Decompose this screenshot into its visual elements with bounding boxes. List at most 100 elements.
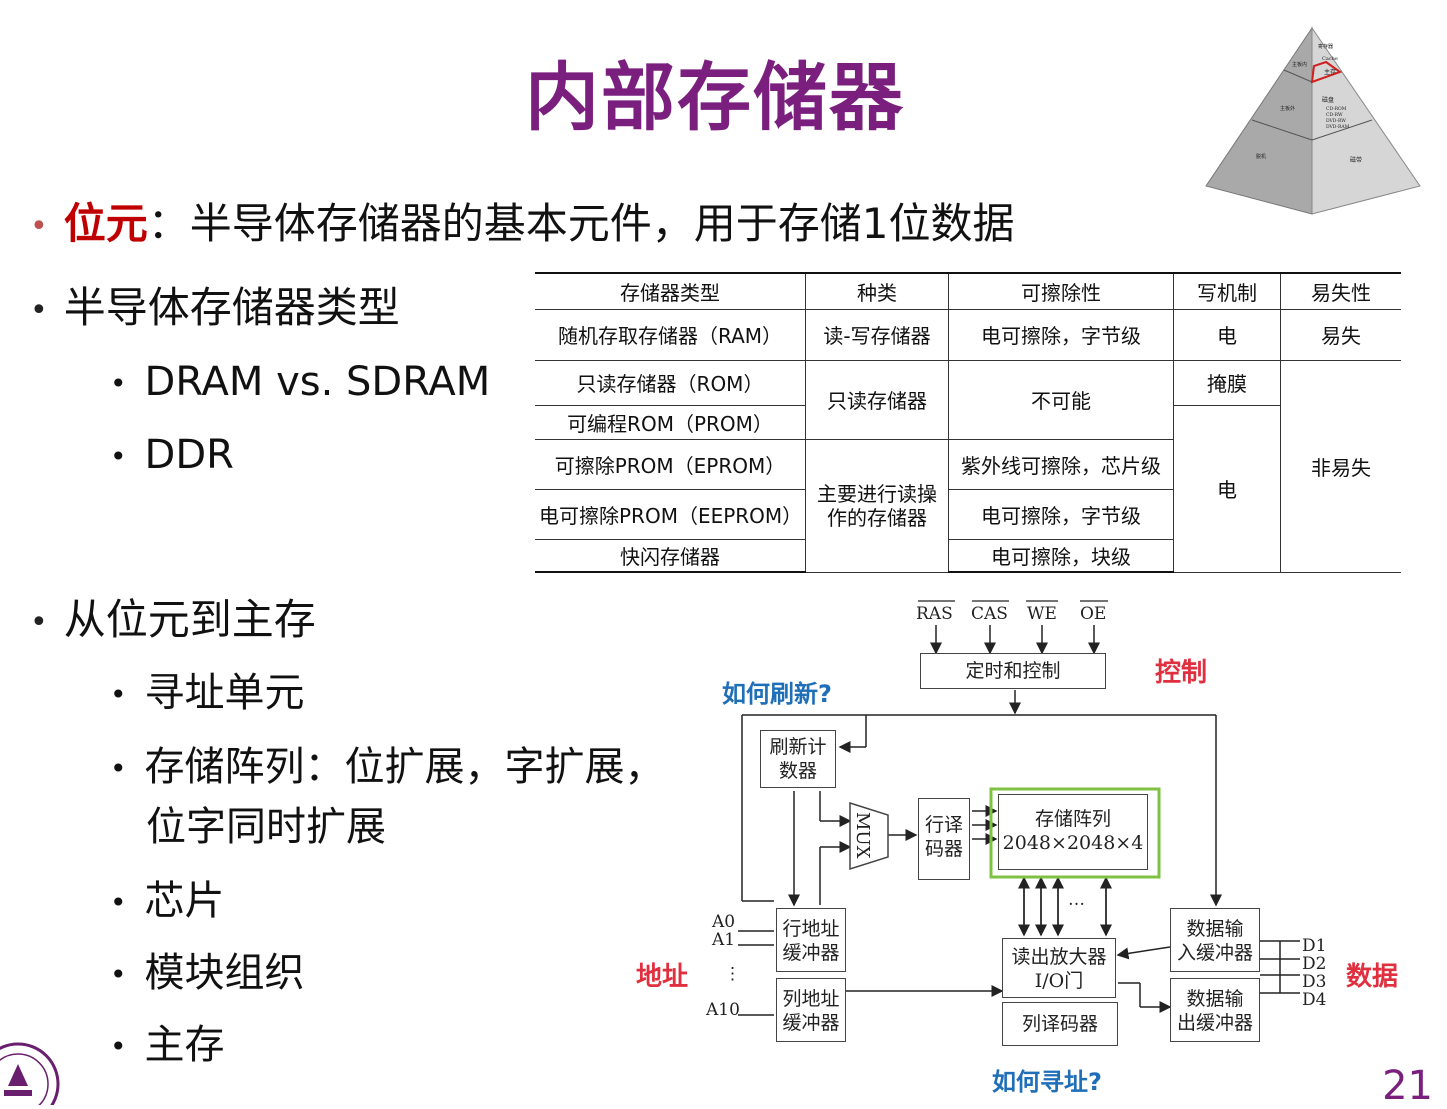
table-cell: 易失 [1280,308,1401,361]
bullet-bit-to-main: • 从位元到主存 [30,594,316,649]
svg-text:CD-ROM: CD-ROM [1326,106,1347,112]
memory-hierarchy-pyramid: 寄存器 Cache 主存 磁盘 CD-ROM CD-RW DVD-RW DVD-… [1205,26,1421,215]
table-row: 随机存取存储器（RAM） 读-写存储器 电可擦除，字节级 电 易失 [535,308,1401,361]
col-decoder-box: 列译码器 [1002,1002,1118,1046]
signal-we: WE [1027,604,1057,624]
table-cell: 读-写存储器 [805,308,949,361]
pyramid-label-cache: Cache [1322,56,1338,62]
table-header: 写机制 [1173,272,1281,310]
table-cell: 只读存储器（ROM） [535,359,806,406]
bullet-dot-icon: • [110,440,127,473]
svg-text:DVD-RAM: DVD-RAM [1326,124,1350,130]
addr-pin: ⋮ [724,964,741,984]
data-in-buffer-box: 数据输 入缓冲器 [1170,908,1260,972]
bullet-dot-icon: • [110,752,127,785]
memory-types-table: 存储器类型 种类 可擦除性 写机制 易失性 随机存取存储器（RAM） 读-写存储… [535,272,1401,573]
table-cell: 主要进行读操作的存储器 [805,438,949,573]
table-cell: 电 [1173,308,1281,361]
sub-bullet-array: • 存储阵列：位扩展，字扩展， [110,742,665,794]
table-row: 只读存储器（ROM） 只读存储器 不可能 掩膜 非易失 [535,359,1401,573]
addr-pin: A0 [712,912,736,932]
row-decoder-box: 行译 码器 [918,798,970,880]
svg-text:DVD-RW: DVD-RW [1326,118,1346,124]
signal-oe: OE [1080,604,1107,624]
sub-bullet-chip: • 芯片 [110,876,225,928]
question-address: 如何寻址? [992,1068,1102,1096]
pyramid-label-register: 寄存器 [1318,43,1333,50]
sub-bullet-array-cont: 位字同时扩展 [146,802,386,852]
table-cell: 电可擦除PROM（EEPROM） [535,488,806,540]
table-cell: 掩膜 [1173,359,1281,406]
table-cell: 可编程ROM（PROM） [535,404,806,440]
pyramid-label-disk: 磁盘 [1322,96,1334,104]
table-cell: 非易失 [1280,359,1401,573]
table-cell: 电 [1173,404,1281,573]
ellipsis-label: … [1068,890,1085,910]
sub-bullet-ddr: • DDR [110,430,234,482]
bullet-dot-icon: • [30,292,48,328]
table-row: 电可擦除PROM（EEPROM） 电可擦除，字节级 [535,488,1401,540]
bullet-dot-icon: • [30,604,48,640]
memory-array-box: 存储阵列 2048×2048×4 [998,794,1148,870]
svg-text:CD-RW: CD-RW [1326,112,1343,118]
dram-block-diagram [738,600,1300,1016]
bullet-dot-icon: • [110,678,127,711]
data-pin: D3 [1302,972,1327,992]
bit-cell-definition: ：半导体存储器的基本元件，用于存储1位数据 [147,199,1015,248]
sub-bullet-main-memory: •主存 [110,1020,225,1072]
table-cell: 电可擦除，块级 [948,538,1174,573]
label-control: 控制 [1155,658,1208,688]
table-cell: 随机存取存储器（RAM） [535,308,806,361]
data-out-buffer-box: 数据输 出缓冲器 [1170,978,1260,1042]
page-title: 内部存储器 [525,55,905,141]
table-cell: 快闪存储器 [535,538,806,573]
addr-pin: A10 [706,1000,740,1020]
bullet-dot-icon: • [110,958,127,991]
table-cell: 电可擦除，字节级 [948,308,1174,361]
array-title: 存储阵列 [1034,808,1111,830]
table-header: 可擦除性 [948,272,1174,310]
table-cell: 紫外线可擦除，芯片级 [948,438,1174,490]
bullet-text: 存储阵列：位扩展，字扩展， [144,744,665,790]
table-header: 易失性 [1280,272,1401,310]
bullet-dot-icon: • [110,367,127,400]
bullet-dot-icon: • [110,886,127,919]
page-number: 21 [1382,1063,1433,1109]
label-address: 地址 [636,962,689,992]
array-size: 2048×2048×4 [1002,832,1144,854]
mux-label: MUX [852,812,873,859]
table-row: 可编程ROM（PROM） 电 [535,404,1401,573]
refresh-counter-box: 刷新计 数器 [760,730,836,788]
table-cell: 可擦除PROM（EPROM） [535,438,806,490]
table-cell: 只读存储器 [805,359,949,440]
table-row: 快闪存储器 电可擦除，块级 [535,538,1401,573]
sub-bullet-addressing: • 寻址单元 [110,668,305,720]
sense-amp-box: 读出放大器 I/O门 [1002,938,1116,998]
svg-text:脱机: 脱机 [1256,153,1266,160]
bullet-dot-icon: • [30,208,48,244]
bullet-text: DDR [144,432,234,478]
signal-cas: CAS [971,604,1008,624]
bullet-text: 寻址单元 [144,670,305,716]
col-address-buffer-box: 列地址 缓冲器 [776,978,846,1042]
bullet-dot-icon: • [110,1030,127,1063]
bit-cell-term: 位元 [63,199,148,248]
bullet-text: 从位元到主存 [63,595,316,644]
bullet-text: 模块组织 [144,950,305,996]
svg-text:主板外: 主板外 [1280,105,1295,112]
table-header-row: 存储器类型 种类 可擦除性 写机制 易失性 [535,272,1401,310]
table-header: 存储器类型 [535,272,806,310]
sub-bullet-module: • 模块组织 [110,948,305,1000]
cell-text: 主要进行读操作的存储器 [817,481,937,530]
timing-control-box: 定时和控制 [920,653,1106,689]
pyramid-label-tape: 磁带 [1350,156,1362,164]
addr-pin: A1 [712,930,736,950]
svg-text:主板内: 主板内 [1292,61,1307,68]
label-data: 数据 [1346,962,1399,992]
bullet-text: DRAM vs. SDRAM [144,359,491,405]
university-logo-icon [0,1042,60,1105]
table-row: 可擦除PROM（EPROM） 主要进行读操作的存储器 紫外线可擦除，芯片级 [535,438,1401,573]
bullet-text: 芯片 [144,878,225,924]
bullet-text: 位字同时扩展 [146,804,386,850]
data-pin: D4 [1302,990,1327,1010]
